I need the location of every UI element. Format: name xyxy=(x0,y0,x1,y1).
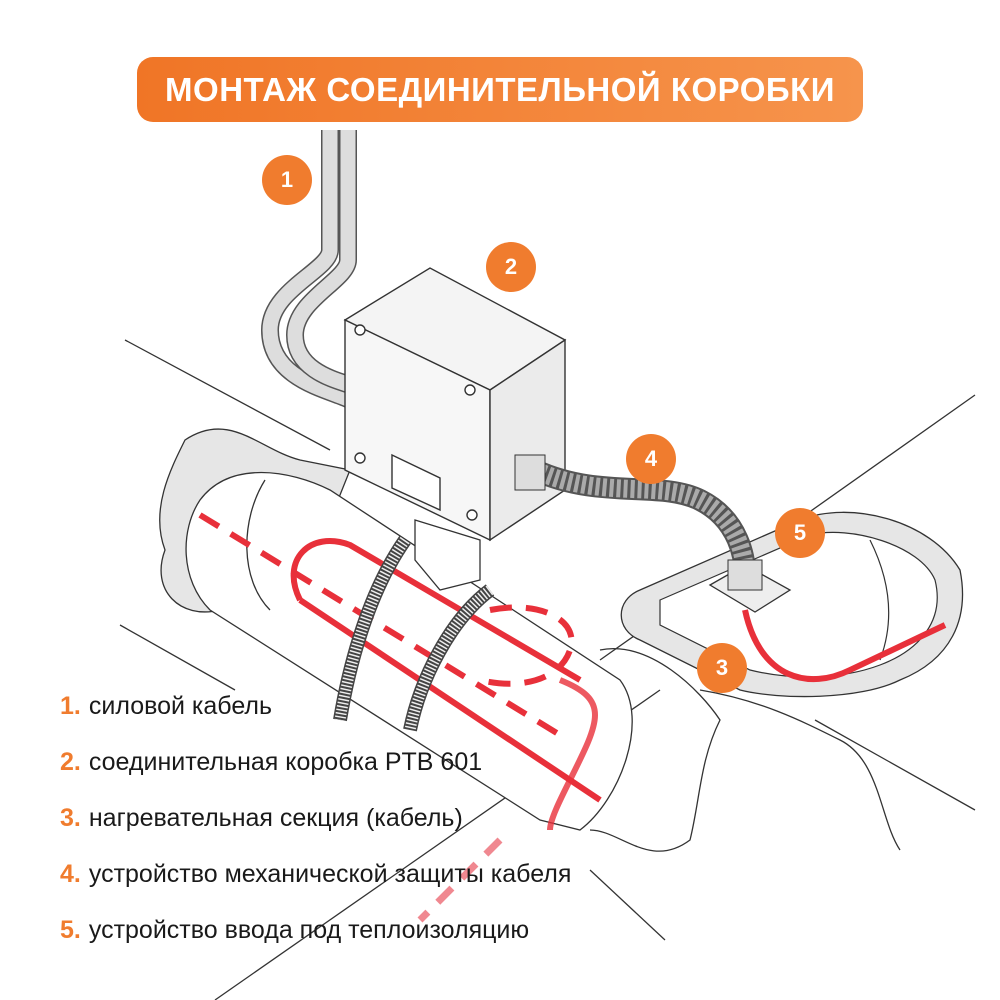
legend-text: силовой кабель xyxy=(88,691,273,720)
page-title: МОНТАЖ СОЕДИНИТЕЛЬНОЙ КОРОБКИ xyxy=(137,57,863,122)
legend-number: 2. xyxy=(60,747,81,776)
legend-text: устройство механической защиты кабеля xyxy=(88,859,572,888)
legend-item: 1.силовой кабель xyxy=(60,678,571,734)
legend-text: соединительная коробка PTB 601 xyxy=(88,747,483,776)
legend-number: 3. xyxy=(60,803,81,832)
callout-badge-4: 4 xyxy=(626,434,676,484)
legend-item: 5.устройство ввода под теплоизоляцию xyxy=(60,902,571,958)
legend-item: 2.соединительная коробка PTB 601 xyxy=(60,734,571,790)
junction-box xyxy=(343,267,567,542)
legend-item: 3.нагревательная секция (кабель) xyxy=(60,790,571,846)
legend-number: 4. xyxy=(60,859,81,888)
legend-item: 4.устройство механической защиты кабеля xyxy=(60,846,571,902)
callout-badge-5: 5 xyxy=(775,508,825,558)
callout-badge-3: 3 xyxy=(697,643,747,693)
legend-text: устройство ввода под теплоизоляцию xyxy=(88,915,530,944)
callout-badge-1: 1 xyxy=(262,155,312,205)
legend: 1.силовой кабель 2.соединительная коробк… xyxy=(60,678,571,958)
callout-badge-2: 2 xyxy=(486,242,536,292)
legend-number: 1. xyxy=(60,691,81,720)
legend-text: нагревательная секция (кабель) xyxy=(88,803,463,832)
legend-number: 5. xyxy=(60,915,81,944)
